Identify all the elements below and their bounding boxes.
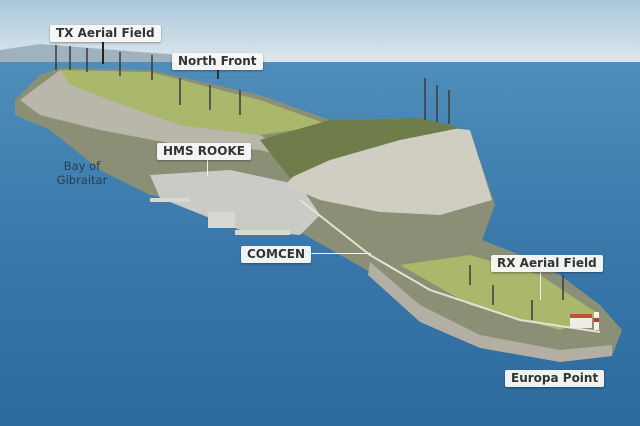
bay-label-line2: Gibraitar	[56, 173, 108, 187]
hms-rooke-label: HMS ROOKE	[157, 143, 251, 160]
hms-rooke-leader	[207, 160, 208, 176]
north-front-leader	[217, 69, 219, 79]
rx-aerial-field-leader	[540, 272, 541, 300]
comcen-leader	[311, 253, 371, 254]
rock-vegetation	[260, 118, 460, 178]
harbour-piers	[150, 198, 290, 235]
rx-aerial-field-label: RX Aerial Field	[491, 255, 603, 272]
tx-aerial-field-leader	[102, 42, 104, 64]
north-front-label: North Front	[172, 53, 263, 70]
south-cliffs	[368, 262, 612, 362]
town	[150, 170, 320, 235]
antenna-masts	[55, 45, 564, 320]
tx-aerial-field-label: TX Aerial Field	[50, 25, 161, 42]
north-plateau	[60, 70, 330, 135]
bay-of-gibraltar-label: Bay of Gibraitar	[48, 159, 116, 187]
comcen-label: COMCEN	[241, 246, 311, 263]
lighthouse	[570, 312, 599, 330]
europa-point-label: Europa Point	[505, 370, 605, 387]
bay-label-line1: Bay of	[63, 159, 101, 173]
rx-field	[400, 255, 600, 330]
road	[299, 199, 601, 333]
